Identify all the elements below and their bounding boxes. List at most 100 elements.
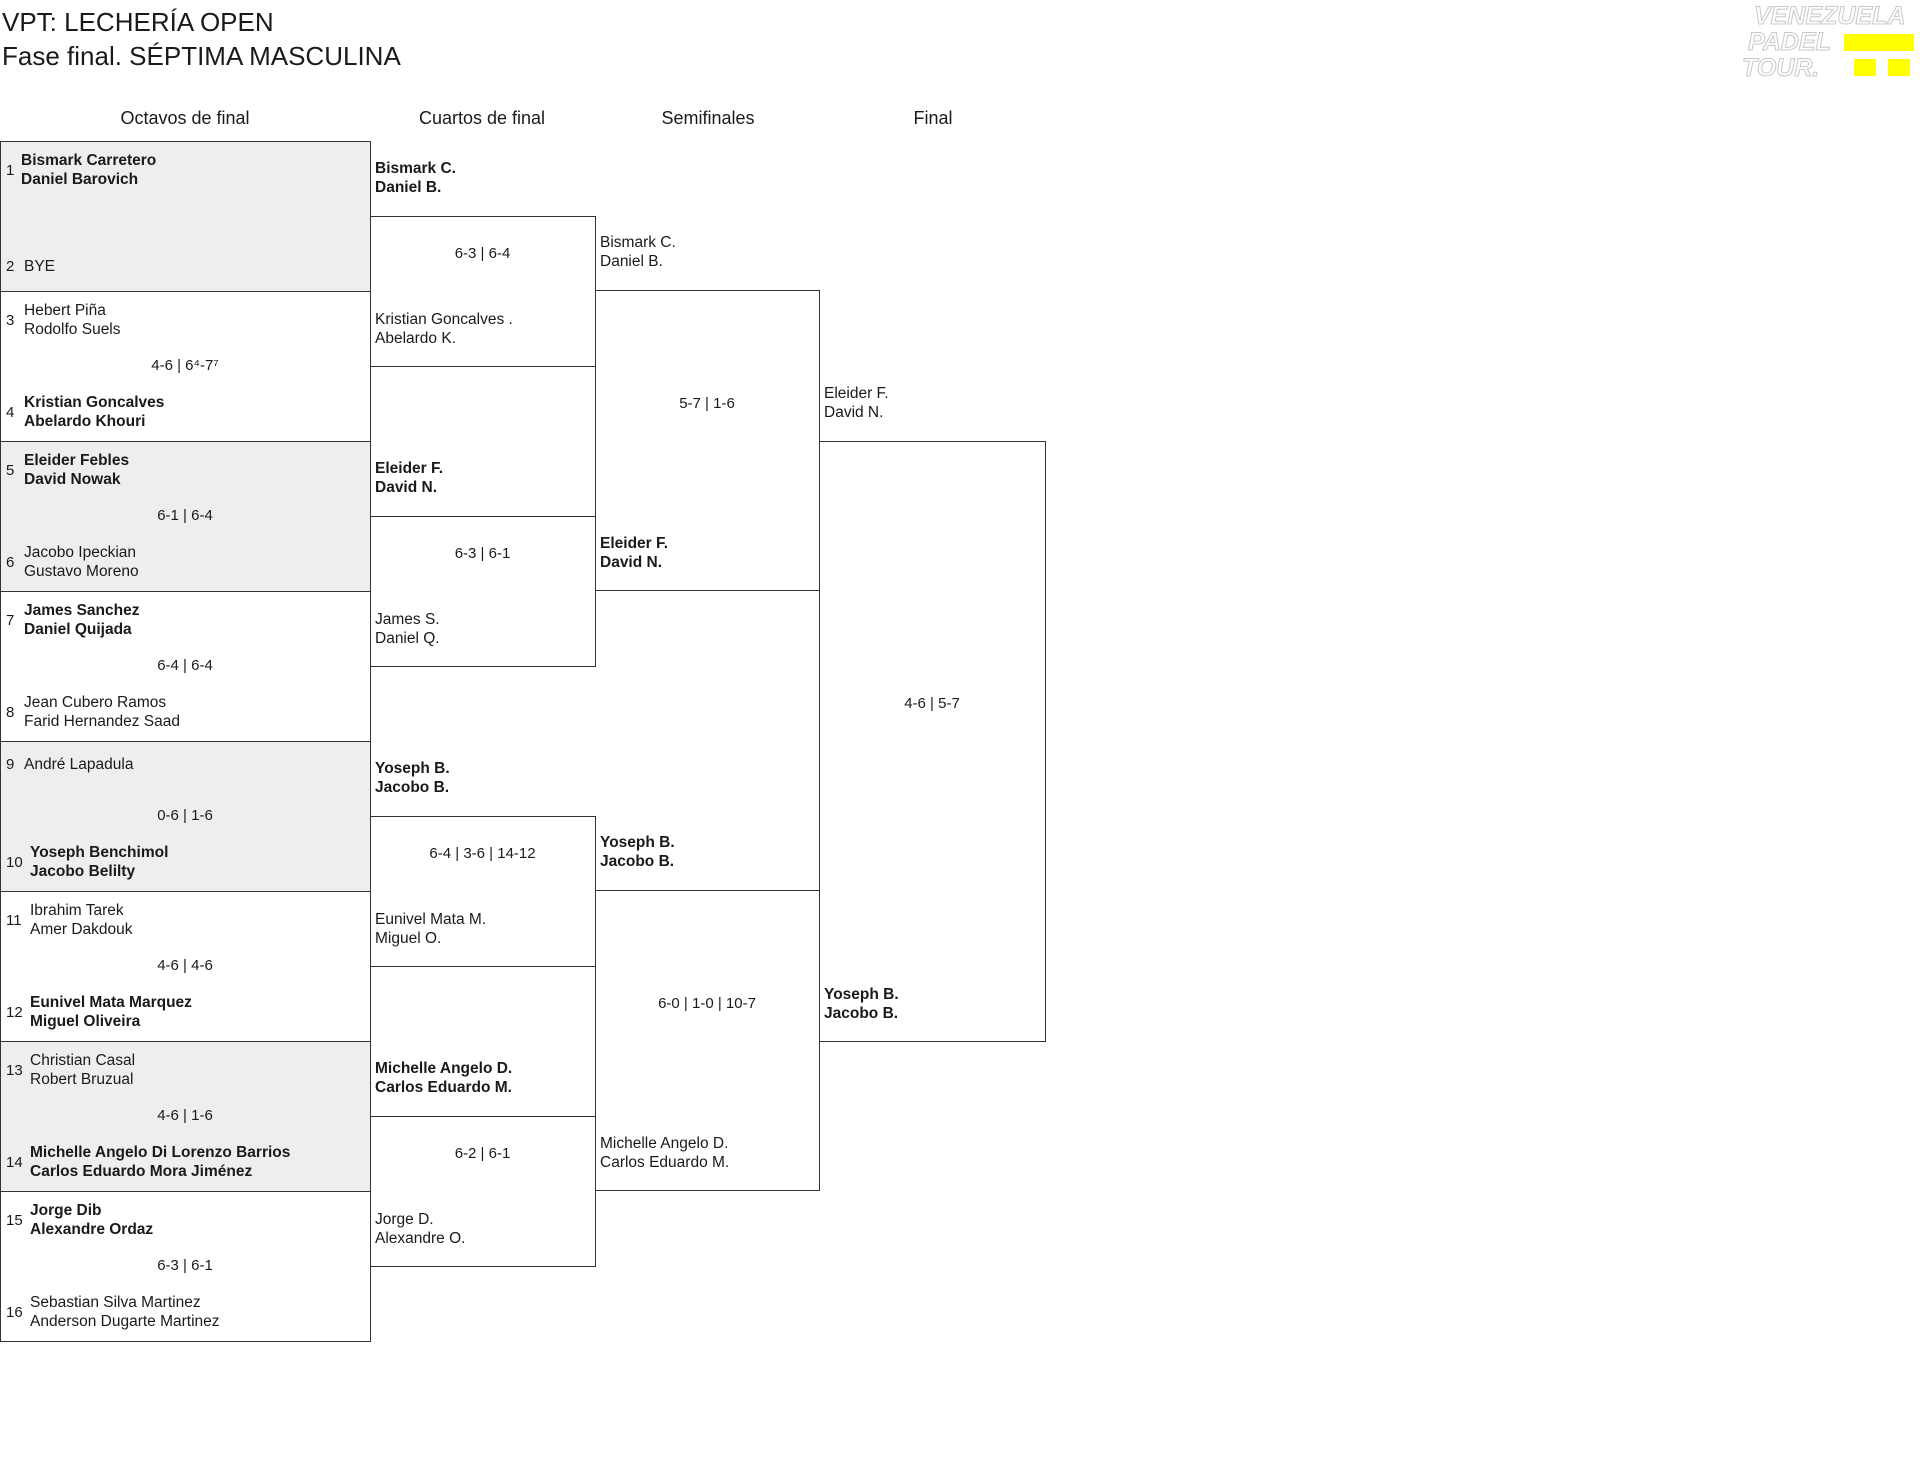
round-header-final: Final (913, 108, 953, 128)
match-score: 4-6 | 1-6 (157, 1107, 213, 1124)
match-box-qf (370, 1116, 596, 1267)
venezuela-padel-tour-logo: VENEZUELA PADEL TOUR. (1742, 2, 1914, 82)
player-name: Jean Cubero Ramos (24, 694, 167, 711)
player-name: Eleider F. (375, 460, 444, 477)
player-name: David Nowak (24, 471, 121, 488)
player-name: David N. (375, 479, 438, 496)
player-name: Daniel B. (375, 179, 442, 196)
page-subtitle: Fase final. SÉPTIMA MASCULINA (2, 41, 401, 71)
seed-number: 13 (6, 1061, 23, 1079)
seed-number: 7 (6, 611, 15, 629)
seed-number: 16 (6, 1303, 23, 1321)
player-name: Miguel O. (375, 930, 442, 947)
seed-number: 1 (6, 161, 15, 179)
player-name: Hebert Piña (24, 302, 106, 319)
player-name: Michelle Angelo D. (600, 1135, 729, 1152)
match-score: 6-3 | 6-1 (157, 1257, 213, 1274)
player-name: Yoseph B. (824, 986, 899, 1003)
player-name: Bismark C. (375, 160, 456, 177)
logo-line-2: PADEL (1748, 28, 1831, 56)
player-name: Yoseph B. (600, 834, 675, 851)
player-name: Jorge D. (375, 1211, 434, 1228)
player-name: Abelardo Khouri (24, 413, 146, 430)
round-header-cuartos: Cuartos de final (418, 108, 546, 128)
match-score: 4-6 | 4-6 (157, 957, 213, 974)
match-box-octavos (0, 441, 371, 592)
player-name: Jacobo B. (600, 853, 675, 870)
seed-number: 6 (6, 553, 15, 571)
match-score: 6-4 | 3-6 | 14-12 (429, 845, 536, 862)
match-box-octavos (0, 1041, 371, 1192)
player-name: Alexandre O. (375, 1230, 466, 1247)
match-score: 6-3 | 6-1 (454, 545, 511, 562)
logo-bar (1844, 34, 1914, 51)
match-score: 6-1 | 6-4 (157, 507, 213, 524)
player-name: Miguel Oliveira (30, 1013, 141, 1030)
match-score: 0-6 | 1-6 (157, 807, 213, 824)
match-score: 6-2 | 6-1 (454, 1145, 511, 1162)
match-score: 6-0 | 1-0 | 10-7 (658, 995, 756, 1012)
seed-number: 15 (6, 1211, 23, 1229)
match-score: 6-3 | 6-4 (454, 245, 511, 262)
match-box-final (819, 441, 1046, 1042)
player-name: Gustavo Moreno (24, 563, 139, 580)
match-box-sf (595, 290, 820, 591)
player-name: Michelle Angelo Di Lorenzo Barrios (30, 1144, 291, 1161)
player-name: Christian Casal (30, 1052, 136, 1069)
player-name: Daniel Q. (375, 630, 440, 647)
seed-number: 4 (6, 403, 15, 421)
player-name: Eleider F. (600, 535, 669, 552)
player-name: Bismark C. (600, 234, 676, 251)
player-name: Rodolfo Suels (24, 321, 121, 338)
player-name: Carlos Eduardo M. (600, 1154, 730, 1171)
player-name: Carlos Eduardo M. (375, 1079, 512, 1096)
player-name: Sebastian Silva Martinez (30, 1294, 201, 1311)
seed-number: 9 (6, 755, 15, 773)
logo-square (1888, 59, 1910, 76)
player-name: James Sanchez (24, 602, 140, 619)
match-score: 4-6 | 6⁴-7⁷ (151, 357, 219, 374)
seed-number: 12 (6, 1003, 23, 1021)
player-name: James S. (375, 611, 440, 628)
player-name: Michelle Angelo D. (375, 1060, 513, 1077)
seed-number: 8 (6, 703, 15, 721)
player-name: Kristian Goncalves . (375, 311, 513, 328)
player-name: Jacobo B. (824, 1005, 899, 1022)
player-name: Daniel Barovich (21, 171, 139, 188)
player-name: Jorge Dib (30, 1202, 102, 1219)
player-name: Ibrahim Tarek (30, 902, 124, 919)
round-header-octavos: Octavos de final (120, 108, 250, 128)
seed-number: 5 (6, 461, 15, 479)
player-name: David N. (600, 554, 663, 571)
player-name: Eunivel Mata Marquez (30, 994, 192, 1011)
seed-number: 11 (6, 911, 22, 929)
player-name: Daniel Quijada (24, 621, 132, 638)
seed-number: 10 (6, 853, 23, 871)
player-name: Anderson Dugarte Martinez (30, 1313, 220, 1330)
player-name: Bismark Carretero (21, 152, 157, 169)
seed-number: 3 (6, 311, 15, 329)
player-name: Jacobo Belilty (30, 863, 136, 880)
player-name: Farid Hernandez Saad (24, 713, 180, 730)
player-name: Carlos Eduardo Mora Jiménez (30, 1163, 253, 1180)
logo-square (1854, 59, 1876, 76)
player-name: David N. (824, 404, 884, 421)
page-title: VPT: LECHERÍA OPEN (2, 7, 274, 37)
player-name: Robert Bruzual (30, 1071, 134, 1088)
player-name: Eleider F. (824, 385, 889, 402)
player-name: Jacobo Ipeckian (24, 544, 137, 561)
player-name: Yoseph B. (375, 760, 450, 777)
seed-number: 2 (6, 257, 15, 275)
player-name: Eunivel Mata M. (375, 911, 487, 928)
seed-number: 14 (6, 1153, 23, 1171)
match-box-qf (370, 516, 596, 667)
match-box-octavos (0, 741, 371, 892)
player-name: Alexandre Ordaz (30, 1221, 154, 1238)
match-score: 5-7 | 1-6 (679, 395, 735, 412)
player-name: Kristian Goncalves (24, 394, 165, 411)
player-name: BYE (24, 257, 56, 275)
player-name: Abelardo K. (375, 330, 456, 347)
round-header-semifinales: Semifinales (661, 108, 755, 128)
player-name: André Lapadula (24, 755, 134, 773)
match-score: 6-4 | 6-4 (157, 657, 213, 674)
